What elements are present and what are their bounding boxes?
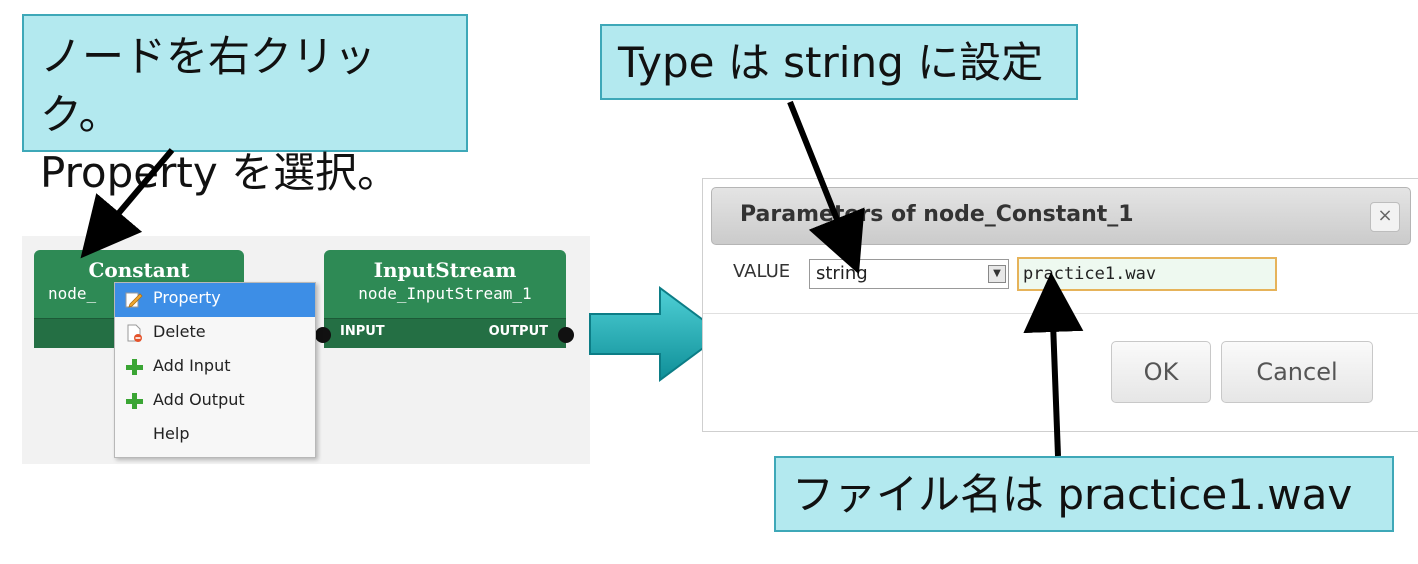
dialog-title: Parameters of node_Constant_1 bbox=[740, 202, 1134, 227]
node-inputstream-subtitle: node_InputStream_1 bbox=[358, 284, 532, 303]
arrow-to-constant bbox=[80, 148, 175, 259]
pencil-icon bbox=[125, 292, 143, 308]
node-inputstream-port-bar bbox=[324, 318, 566, 348]
output-port-label: OUTPUT bbox=[488, 324, 548, 339]
node-constant-title: Constant bbox=[88, 258, 190, 282]
callout-line-2: Property を選択。 bbox=[40, 148, 400, 197]
menu-item-help[interactable]: Help bbox=[115, 419, 315, 453]
close-button[interactable]: × bbox=[1370, 202, 1400, 232]
node-inputstream-title: InputStream bbox=[373, 258, 517, 282]
menu-item-property[interactable]: Property bbox=[115, 283, 315, 317]
output-port[interactable] bbox=[558, 327, 574, 343]
callout-right-click: ノードを右クリック。 Property を選択。 bbox=[22, 14, 468, 197]
menu-item-label: Property bbox=[153, 288, 221, 307]
big-right-arrow bbox=[589, 286, 724, 382]
close-icon: × bbox=[1377, 205, 1393, 226]
arrow-to-value-input bbox=[1023, 272, 1084, 457]
menu-item-delete[interactable]: Delete bbox=[115, 317, 315, 351]
delete-icon bbox=[127, 324, 142, 342]
input-port[interactable] bbox=[315, 327, 331, 343]
cancel-button[interactable]: Cancel bbox=[1221, 341, 1373, 403]
node-inputstream[interactable]: InputStream node_InputStream_1 INPUT OUT… bbox=[324, 250, 566, 348]
value-label: VALUE bbox=[733, 261, 791, 282]
arrow-to-type-select bbox=[787, 100, 865, 275]
callout-type-note: Type は string に設定 bbox=[600, 24, 1078, 100]
menu-item-add-output[interactable]: Add Output bbox=[115, 385, 315, 419]
callout-type-text: Type は string に設定 bbox=[618, 38, 1044, 87]
ok-button[interactable]: OK bbox=[1111, 341, 1211, 403]
menu-item-label: Add Output bbox=[153, 390, 245, 409]
plus-icon bbox=[126, 393, 143, 409]
chevron-down-icon[interactable]: ▼ bbox=[988, 265, 1006, 283]
callout-filename-text: ファイル名は practice1.wav bbox=[792, 470, 1353, 519]
input-port-label: INPUT bbox=[340, 324, 385, 339]
callout-line-1: ノードを右クリック。 bbox=[40, 32, 377, 139]
menu-item-label: Add Input bbox=[153, 356, 231, 375]
menu-item-label: Help bbox=[153, 424, 190, 443]
menu-item-add-input[interactable]: Add Input bbox=[115, 351, 315, 385]
callout-filename-note: ファイル名は practice1.wav bbox=[774, 456, 1394, 532]
node-constant-subtitle: node_ bbox=[48, 284, 97, 303]
menu-item-label: Delete bbox=[153, 322, 206, 341]
plus-icon bbox=[126, 359, 143, 375]
context-menu: Property Delete Add Input Add Output Hel… bbox=[114, 282, 316, 458]
